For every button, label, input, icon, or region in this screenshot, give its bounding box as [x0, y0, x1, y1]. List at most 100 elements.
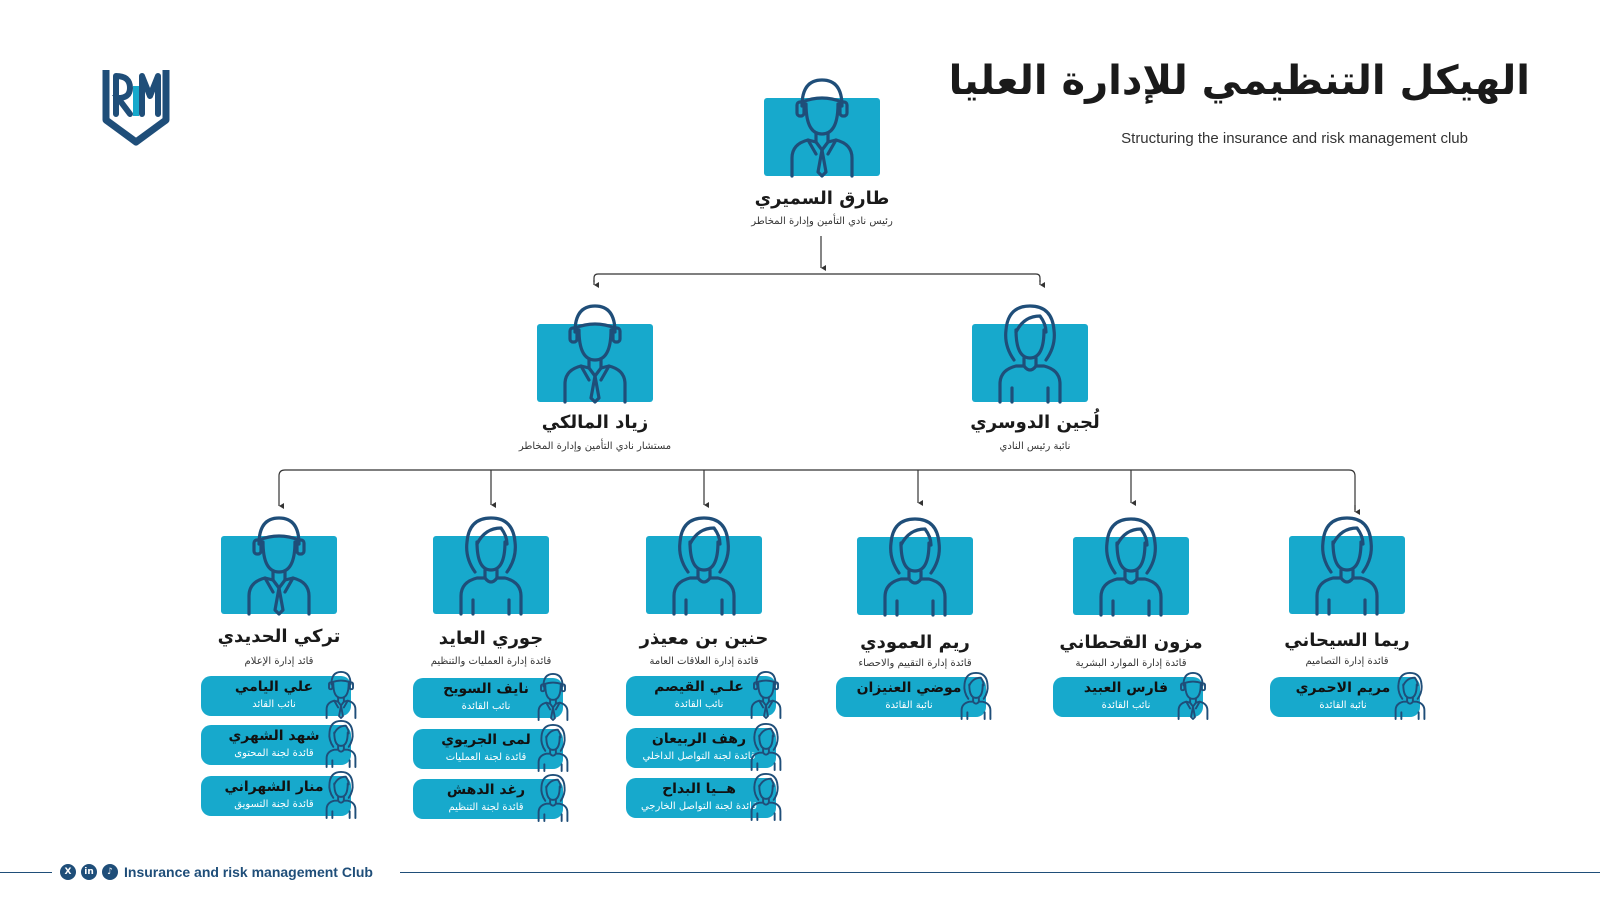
member-role: نائب القائد	[252, 699, 296, 710]
man-icon	[247, 516, 311, 616]
footer-divider	[400, 872, 1600, 873]
member-role: قائدة لجنة التواصل الداخلي	[642, 751, 756, 762]
vice-president-card	[972, 304, 1088, 404]
advisor-name: زياد المالكي	[541, 412, 649, 433]
leader-role: قائد إدارة الإعلام	[244, 656, 314, 667]
man-icon	[1177, 671, 1209, 720]
card-bg	[537, 324, 653, 402]
member-pill: نايف السويح نائب القائدة	[413, 672, 575, 721]
card-bg	[433, 536, 549, 614]
woman-icon	[325, 770, 357, 819]
leader-role: قائدة إدارة العلاقات العامة	[649, 656, 759, 667]
leader-name: جوري العايد	[438, 628, 544, 649]
member-pill: علي اليامي نائب القائد	[201, 670, 363, 719]
leader-card	[433, 516, 549, 616]
footer-club-name: Insurance and risk management Club	[124, 864, 373, 880]
member-pill: علـي القيصم نائب القائدة	[626, 670, 788, 719]
woman-icon	[1099, 517, 1163, 617]
member-name: شهد الشهري	[228, 728, 320, 744]
member-pill: منار الشهراني قائدة لجنة التسويق	[201, 770, 363, 819]
leader-role: قائدة إدارة التصاميم	[1305, 656, 1389, 667]
rim-logo-icon	[102, 70, 170, 146]
member-name: علـي القيصم	[654, 679, 744, 695]
footer-divider	[0, 872, 52, 873]
woman-icon	[537, 773, 569, 822]
member-pill: فارس العبيد نائب القائدة	[1053, 671, 1215, 720]
leader-card	[857, 517, 973, 617]
man-icon	[790, 78, 854, 178]
tiktok-icon[interactable]: ♪	[102, 864, 118, 880]
page-subtitle: Structuring the insurance and risk manag…	[1121, 130, 1468, 147]
page-title: الهيكل التنظيمي للإدارة العليا	[948, 58, 1530, 104]
member-name: موضي العنيزان	[856, 680, 962, 696]
member-role: قائدة لجنة المحتوى	[234, 748, 314, 759]
member-role: نائبة القائدة	[1319, 700, 1367, 711]
man-icon	[563, 304, 627, 404]
woman-icon	[1315, 516, 1379, 616]
member-role: قائدة لجنة العمليات	[445, 752, 527, 763]
member-role: قائدة لجنة التنظيم	[448, 802, 524, 813]
member-pill: هــيا البداح قائدة لجنة التواصل الخارجي	[626, 772, 788, 821]
card-bg	[764, 98, 880, 176]
member-name: منار الشهراني	[224, 779, 324, 795]
president-card	[764, 78, 880, 178]
leader-name: تركي الحديدي	[217, 626, 341, 647]
president-name: طارق السميري	[754, 188, 890, 209]
member-name: هــيا البداح	[662, 781, 736, 797]
member-role: قائدة لجنة التسويق	[234, 799, 314, 810]
leader-role: قائدة إدارة التقييم والاحصاء	[858, 658, 972, 669]
member-role: نائب القائدة	[674, 699, 724, 710]
woman-icon	[998, 304, 1062, 404]
card-bg	[1073, 537, 1189, 615]
leader-card	[646, 516, 762, 616]
member-role: نائب القائدة	[461, 701, 511, 712]
vice-president-role: نائبة رئيس النادي	[999, 441, 1071, 452]
member-name: نايف السويح	[443, 681, 529, 697]
leader-name: ريما السيحاني	[1284, 630, 1410, 651]
member-name: لمى الجريوي	[441, 732, 531, 748]
member-pill: موضي العنيزان نائبة القائدة	[836, 671, 998, 720]
x-icon[interactable]: X	[60, 864, 76, 880]
member-name: فارس العبيد	[1083, 680, 1169, 696]
member-name: رهف الربيعان	[651, 731, 747, 747]
card-bg	[972, 324, 1088, 402]
leader-role: قائدة إدارة العمليات والتنظيم	[430, 656, 552, 667]
member-pill: رهف الربيعان قائدة لجنة التواصل الداخلي	[626, 722, 788, 771]
leader-role: قائدة إدارة الموارد البشرية	[1075, 658, 1187, 669]
card-bg	[857, 537, 973, 615]
woman-icon	[750, 772, 782, 821]
woman-icon	[1394, 671, 1426, 720]
leader-card	[221, 516, 337, 616]
member-pill: رغد الدهش قائدة لجنة التنظيم	[413, 773, 575, 822]
member-pill: مريم الاحمري نائبة القائدة	[1270, 671, 1432, 720]
leader-card	[1289, 516, 1405, 616]
woman-icon	[537, 723, 569, 772]
member-role: نائب القائدة	[1101, 700, 1151, 711]
woman-icon	[459, 516, 523, 616]
member-name: مريم الاحمري	[1295, 680, 1391, 696]
woman-icon	[750, 722, 782, 771]
man-icon	[537, 672, 569, 721]
card-bg	[221, 536, 337, 614]
member-role: قائدة لجنة التواصل الخارجي	[640, 801, 758, 812]
linkedin-icon[interactable]: in	[81, 864, 97, 880]
leader-name: ريم العمودي	[860, 632, 970, 653]
member-pill: لمى الجريوي قائدة لجنة العمليات	[413, 723, 575, 772]
member-name: علي اليامي	[234, 679, 314, 695]
woman-icon	[672, 516, 736, 616]
leader-card	[1073, 517, 1189, 617]
advisor-role: مستشار نادي التأمين وإدارة المخاطر	[518, 441, 672, 452]
member-name: رغد الدهش	[446, 782, 526, 798]
card-bg	[1289, 536, 1405, 614]
president-role: رئيس نادي التأمين وإدارة المخاطر	[751, 216, 893, 227]
member-pill: شهد الشهري قائدة لجنة المحتوى	[201, 719, 363, 768]
vice-president-name: لُجين الدوسري	[970, 412, 1100, 433]
advisor-card	[537, 304, 653, 404]
leader-name: حنين بن معيذر	[639, 628, 769, 649]
member-role: نائبة القائدة	[885, 700, 933, 711]
man-icon	[750, 670, 782, 719]
woman-icon	[960, 671, 992, 720]
woman-icon	[325, 719, 357, 768]
woman-icon	[883, 517, 947, 617]
leader-name: مزون القحطاني	[1059, 632, 1203, 653]
